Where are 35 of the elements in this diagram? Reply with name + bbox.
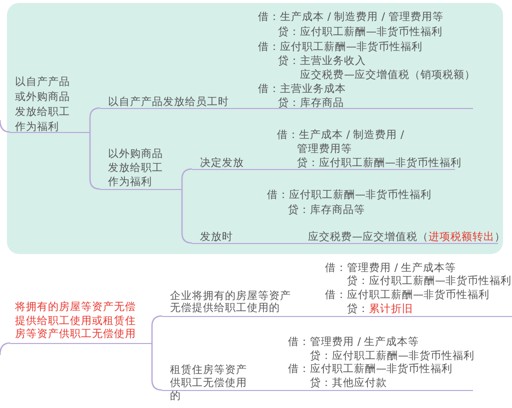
- topic-label: 以外购商品发放给职工作为福利: [108, 147, 164, 189]
- journal-entry: 贷：应付职工薪酬—非货币性福利: [347, 274, 512, 288]
- topic-node: [10, 299, 152, 344]
- journal-entry: 借：应付职工薪酬—非货币性福利: [325, 288, 490, 302]
- journal-entry: 贷：应付职工薪酬—非货币性福利: [297, 156, 462, 170]
- journal-entry: 借：应付职工薪酬—非货币性福利: [267, 188, 432, 202]
- journal-entry: 应交税费—应交增值税（销项税额）: [300, 68, 476, 82]
- topic-label: 决定发放: [200, 156, 244, 170]
- branch-line: [0, 120, 10, 133]
- journal-entry: 借：生产成本 / 制造费用 / 管理费用等: [258, 10, 444, 24]
- topic-label: 将拥有的房屋等资产无偿提供给职工使用或租赁住房等资产供职工无偿使用: [15, 301, 137, 342]
- topic-label: 以自产产品或外购商品发放给职工作为福利: [15, 74, 71, 134]
- journal-entry: 贷：其他应付款: [310, 376, 387, 390]
- topic-label: 租赁住房等资产供职工无偿使用的: [170, 364, 248, 402]
- topic-label: 企业将拥有的房屋等资产无偿提供给职工使用的: [170, 290, 292, 315]
- journal-entry: 借：应付职工薪酬—非货币性福利: [288, 362, 452, 376]
- topic-label: 以自产产品发放给员工时: [108, 95, 229, 109]
- topic-node: [100, 145, 182, 190]
- journal-entry: 借：管理费用 / 生产成本等: [325, 261, 456, 275]
- branch-line: [0, 342, 10, 356]
- journal-entry: 贷：应付职工薪酬—非货币性福利: [310, 349, 474, 363]
- journal-entry: 贷：库存商品等: [288, 203, 365, 217]
- journal-entry: 应交税费—应交增值税（进项税额转出）: [308, 230, 506, 244]
- topic-node: [162, 259, 512, 317]
- journal-entry: 借：生产成本 / 制造费用 / 管理费用等: [277, 128, 406, 156]
- journal-entry: 贷：累计折旧: [347, 302, 413, 316]
- journal-entry: 借：管理费用 / 生产成本等: [288, 335, 420, 349]
- journal-entry: 借：主营业务成本: [258, 82, 346, 96]
- topic-node: [100, 8, 473, 109]
- topic-label: 发放时: [200, 230, 233, 244]
- journal-entry: 贷：应付职工薪酬—非货币性福利: [278, 25, 442, 39]
- journal-entry: 借：应付职工薪酬—非货币性福利: [258, 40, 422, 54]
- journal-entry: 贷：库存商品: [278, 96, 344, 110]
- topic-node: [192, 186, 498, 244]
- journal-entry: 贷：主营业务收入: [278, 54, 366, 68]
